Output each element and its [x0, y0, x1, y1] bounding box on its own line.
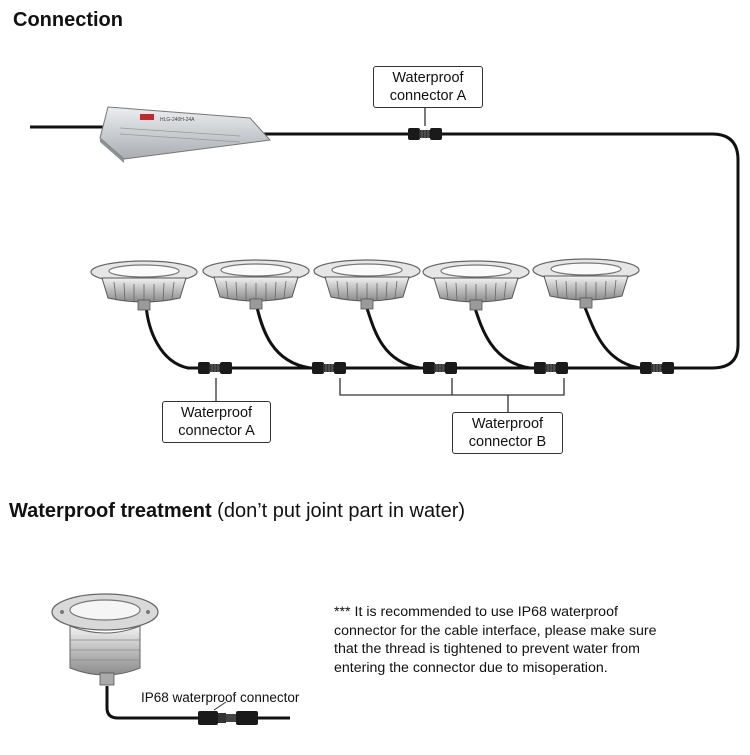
note-line: entering the connector due to misoperati… — [334, 659, 608, 676]
ip68-pointer-line — [213, 701, 227, 711]
note-line: that the thread is tightened to prevent … — [334, 641, 640, 657]
underground-light-icon — [90, 260, 198, 311]
note-line: connector for the cable interface, pleas… — [334, 622, 657, 639]
underground-light-icon — [532, 258, 640, 309]
waterproof-connector-icon — [311, 361, 347, 375]
waterproof-connector-icon — [407, 127, 443, 141]
callout-lines — [215, 106, 565, 412]
connector-a-bottom-line1: Waterproof — [180, 405, 253, 421]
connector-a-label-top: Waterproof connector A — [373, 66, 483, 108]
connector-b-line1: Waterproof — [471, 416, 544, 432]
power-driver-icon: HLG-240H-24A — [99, 106, 272, 163]
treatment-heading-bold: Waterproof treatment — [9, 500, 212, 522]
driver-model-text: HLG-240H-24A — [160, 117, 195, 123]
waterproof-connector-icon — [639, 361, 675, 375]
connector-a-top-line2: connector A — [389, 88, 467, 104]
underground-light-icon — [202, 259, 310, 310]
cable-lines — [30, 125, 740, 370]
waterproof-connector-icon — [422, 361, 458, 375]
connector-a-label-bottom: Waterproof connector A — [162, 401, 271, 443]
ip68-label: IP68 waterproof connector — [141, 690, 300, 705]
waterproof-connector-icon — [533, 361, 569, 375]
underground-light-icon — [51, 593, 159, 686]
treatment-heading-rest: (don’t put joint part in water) — [217, 500, 466, 522]
underground-light-icon — [422, 260, 530, 311]
note-line: *** It is recommended to use IP68 waterp… — [334, 604, 618, 620]
cable-lines — [105, 686, 290, 720]
waterproof-treatment-heading: Waterproof treatment (don’t put joint pa… — [9, 500, 465, 523]
underground-light-icon — [313, 259, 421, 310]
recommendation-note: *** It is recommended to use IP68 waterp… — [334, 603, 714, 677]
connection-heading: Connection — [13, 9, 123, 31]
waterproof-connector-icon — [198, 711, 258, 725]
connector-b-line2: connector B — [468, 434, 547, 450]
waterproof-connector-icon — [197, 361, 233, 375]
connector-b-label: Waterproof connector B — [452, 412, 563, 454]
connector-a-top-line1: Waterproof — [392, 70, 464, 86]
connector-a-bottom-line2: connector A — [178, 423, 255, 439]
